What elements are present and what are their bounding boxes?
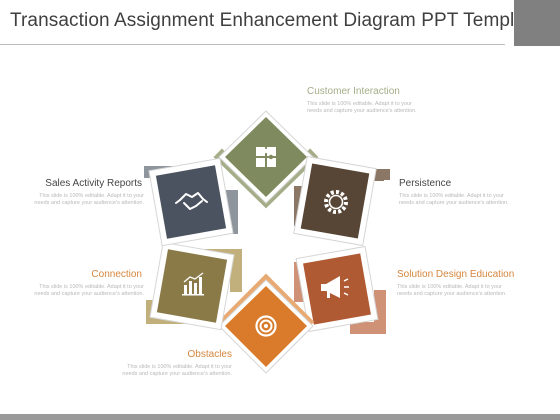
gear-icon (324, 190, 348, 214)
step-solution-design-education[interactable] (294, 245, 386, 334)
label-sales-activity-reports: Sales Activity Reports (45, 178, 142, 189)
step-connection[interactable] (146, 241, 242, 331)
label-solution-design-education: Solution Design Education (397, 269, 515, 280)
desc-sales-activity-reports: This slide is 100% editable. Adapt it to… (34, 193, 144, 206)
target-icon (255, 315, 277, 337)
desc-solution-design-education: This slide is 100% editable. Adapt it to… (397, 284, 507, 297)
step-persistence[interactable] (293, 155, 390, 247)
handshake-icon (175, 192, 208, 210)
label-customer-interaction: Customer Interaction (307, 86, 400, 97)
puzzle-icon (256, 147, 276, 167)
page-title: Transaction Assignment Enhancement Diagr… (10, 10, 551, 31)
desc-persistence: This slide is 100% editable. Adapt it to… (399, 193, 509, 206)
step-customer-interaction[interactable] (213, 110, 319, 209)
footer-bar (0, 414, 560, 420)
desc-customer-interaction: This slide is 100% editable. Adapt it to… (307, 101, 417, 114)
step-sales-activity-reports[interactable] (144, 157, 238, 247)
desc-connection: This slide is 100% editable. Adapt it to… (34, 284, 144, 297)
label-connection: Connection (91, 269, 142, 280)
desc-obstacles: This slide is 100% editable. Adapt it to… (122, 364, 232, 377)
label-persistence: Persistence (399, 178, 452, 189)
title-divider (0, 44, 505, 45)
bar-chart-icon (182, 272, 204, 296)
title-accent-box (514, 0, 560, 46)
megaphone-icon (321, 276, 349, 298)
label-obstacles: Obstacles (187, 349, 232, 360)
step-obstacles[interactable] (217, 273, 315, 374)
